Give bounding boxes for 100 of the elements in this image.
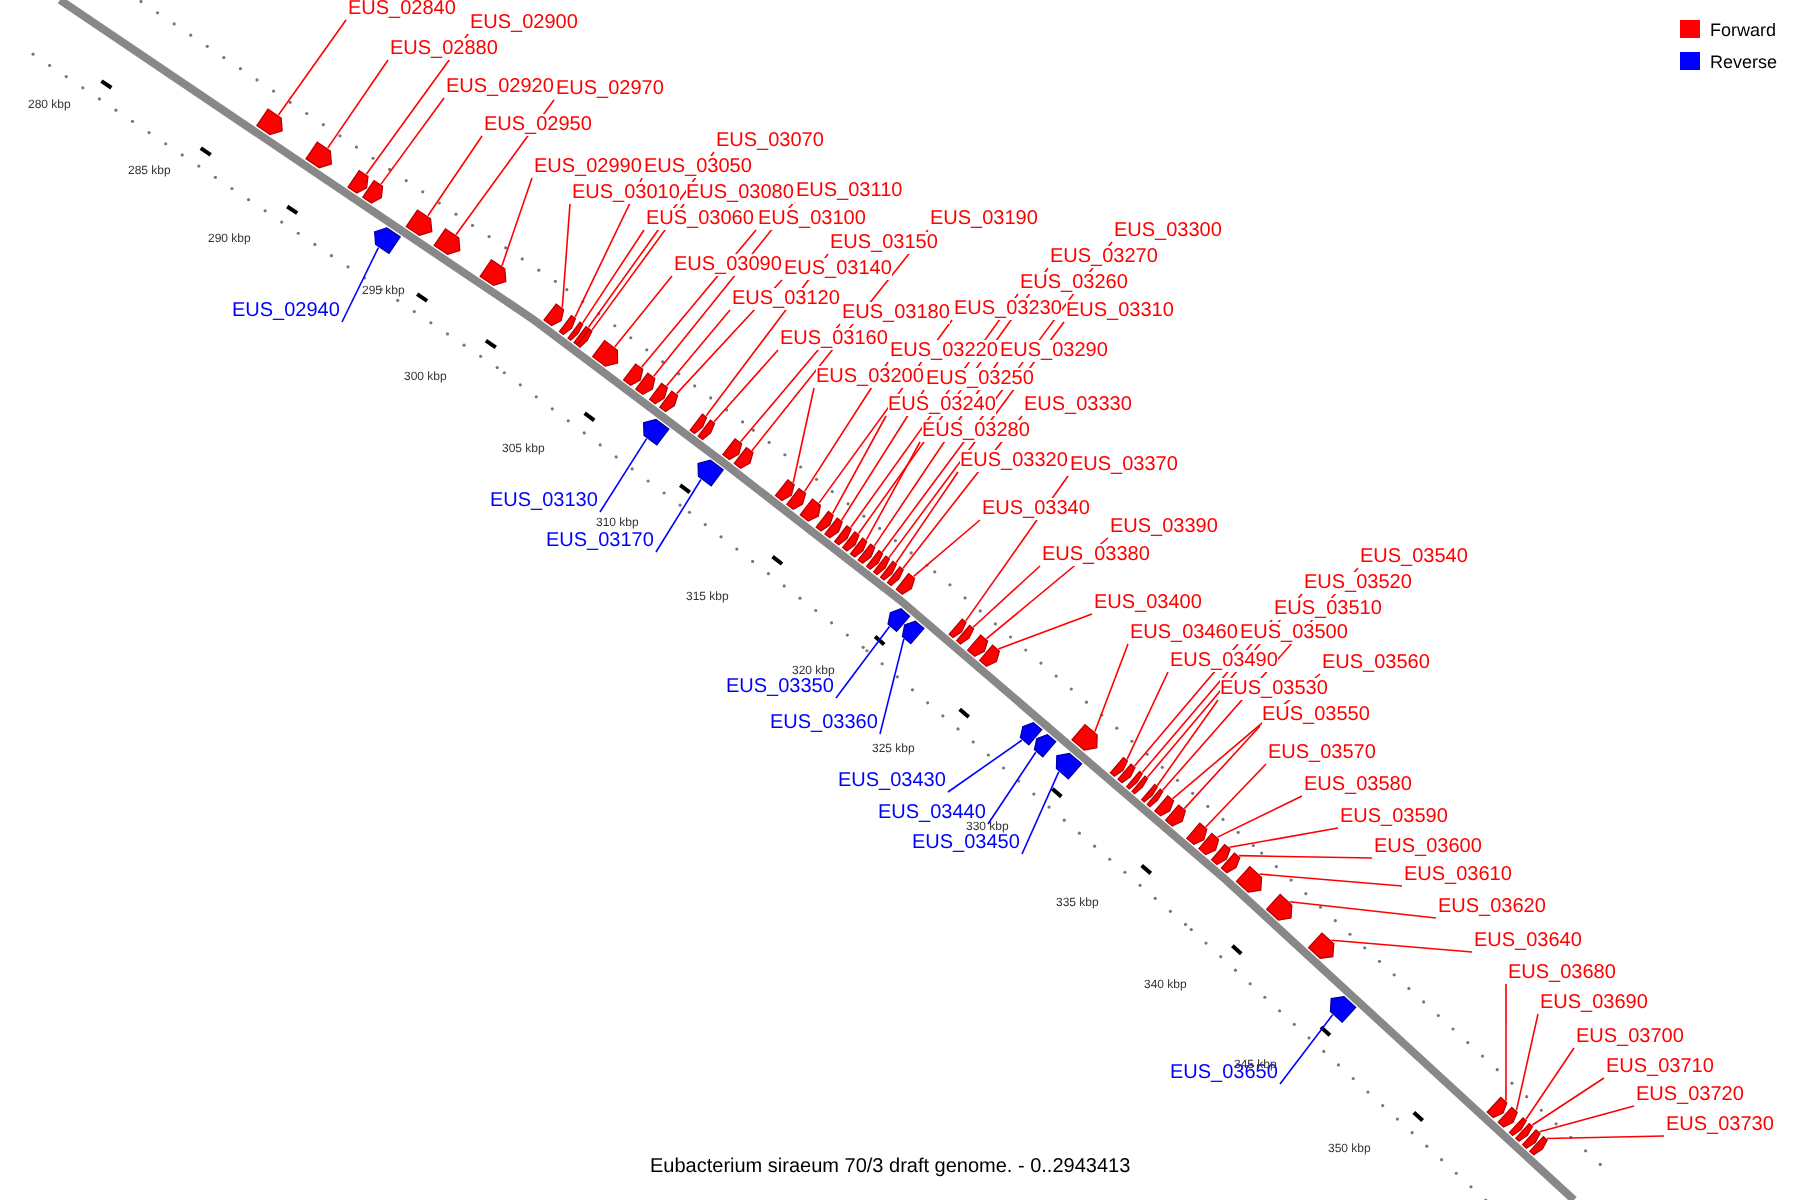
gene-block <box>433 227 461 256</box>
gene-block <box>1486 1096 1508 1119</box>
gene-block <box>347 169 369 194</box>
leader-line <box>1505 983 1507 1102</box>
gene-label: EUS_02940 <box>232 300 340 322</box>
gene-label: EUS_03370 <box>1070 454 1178 476</box>
gene-label: EUS_03720 <box>1636 1084 1744 1106</box>
gene-block <box>361 179 384 204</box>
gene-label: EUS_03230 <box>954 298 1062 320</box>
gene-label: EUS_03400 <box>1094 592 1202 614</box>
gene-block <box>721 437 743 461</box>
leader-line <box>1258 873 1403 887</box>
gene-label: EUS_03240 <box>888 394 996 416</box>
leader-line <box>1538 1105 1635 1133</box>
leader-line <box>1238 854 1373 859</box>
leader-line <box>1330 939 1473 953</box>
leader-line <box>912 519 981 578</box>
leader-line <box>1515 1013 1539 1112</box>
gene-label: EUS_03500 <box>1240 622 1348 644</box>
gene-block <box>948 618 967 639</box>
gene-block <box>622 363 644 386</box>
leader-line <box>1183 725 1261 810</box>
gene-label: EUS_03170 <box>546 530 654 552</box>
gene-block <box>643 418 670 446</box>
gene-label: EUS_03360 <box>770 712 878 734</box>
gene-label: EUS_03260 <box>1020 272 1128 294</box>
gene-block <box>697 459 725 487</box>
leader-line <box>865 441 921 541</box>
gene-label: EUS_03310 <box>1066 300 1174 322</box>
gene-block <box>1329 995 1357 1024</box>
gene-block <box>978 644 1001 667</box>
leader-line <box>427 135 483 217</box>
gene-label: EUS_03220 <box>890 340 998 362</box>
gene-block <box>1528 1135 1548 1156</box>
gene-block <box>1307 932 1335 960</box>
leader-line <box>987 751 1037 825</box>
leader-line <box>326 59 389 149</box>
gene-block <box>1140 783 1159 803</box>
leader-line <box>713 349 779 423</box>
gene-label: EUS_03730 <box>1666 1114 1774 1136</box>
leader-line <box>1279 1013 1334 1085</box>
gene-block <box>955 624 975 645</box>
gene-block <box>405 209 433 237</box>
gene-label: EUS_03710 <box>1606 1056 1714 1078</box>
gene-label: EUS_03490 <box>1170 650 1278 672</box>
leader-line <box>972 565 1041 629</box>
gene-label: EUS_03300 <box>1114 220 1222 242</box>
gene-label: EUS_03690 <box>1540 992 1648 1014</box>
gene-block <box>1210 843 1231 866</box>
gene-block <box>1197 832 1220 856</box>
gene-block <box>558 314 577 336</box>
gene-block <box>1109 756 1129 777</box>
gene-block <box>1265 893 1293 921</box>
gene-block <box>591 339 619 367</box>
gene-label: EUS_03060 <box>646 208 754 230</box>
gene-label: EUS_03150 <box>830 232 938 254</box>
gene-label: EUS_03610 <box>1404 864 1512 886</box>
leader-line <box>879 638 905 735</box>
leader-line <box>1094 643 1129 733</box>
gene-label: EUS_03340 <box>982 498 1090 520</box>
gene-block <box>849 537 868 558</box>
gene-label: EUS_03460 <box>1130 622 1238 644</box>
leader-line <box>831 415 887 515</box>
gene-label: EUS_03440 <box>878 802 986 824</box>
gene-label: EUS_03580 <box>1304 774 1412 796</box>
gene-label: EUS_03080 <box>686 182 794 204</box>
gene-label: EUS_03380 <box>1042 544 1150 566</box>
gene-block <box>1071 723 1098 751</box>
leader-line <box>792 387 815 484</box>
gene-block <box>689 413 708 435</box>
gene-label: EUS_03680 <box>1508 962 1616 984</box>
caption: Eubacterium siraeum 70/3 draft genome. - 0..2943413 <box>650 1156 1131 1180</box>
gene-block <box>887 608 911 633</box>
gene-block <box>543 303 565 327</box>
gene-label: EUS_03130 <box>490 490 598 512</box>
gene-block <box>658 390 679 413</box>
gene-block <box>879 560 898 581</box>
gene-block <box>841 530 860 552</box>
legend-label: Forward <box>1710 20 1777 40</box>
leader-line <box>997 613 1093 650</box>
gene-label: EUS_03200 <box>816 366 924 388</box>
legend-label: Reverse <box>1710 52 1778 72</box>
gene-label: EUS_03390 <box>1110 516 1218 538</box>
gene-label: EUS_03330 <box>1024 394 1132 416</box>
gene-block <box>966 634 989 657</box>
gene-label: EUS_03010 <box>572 182 680 204</box>
gene-block <box>1055 752 1083 780</box>
gene-block <box>872 555 891 576</box>
leader-line <box>835 625 891 699</box>
gene-block <box>1508 1116 1527 1137</box>
gene-block <box>824 517 843 539</box>
gene-label: EUS_03290 <box>1000 340 1108 362</box>
gene-label: EUS_02950 <box>484 114 592 136</box>
leader-line <box>655 478 702 553</box>
leader-line <box>1531 1077 1605 1126</box>
gene-label: EUS_03540 <box>1360 546 1468 568</box>
gene-block <box>634 372 656 396</box>
gene-block <box>857 543 876 564</box>
gene-block <box>1220 852 1241 874</box>
leader-line <box>341 246 380 323</box>
